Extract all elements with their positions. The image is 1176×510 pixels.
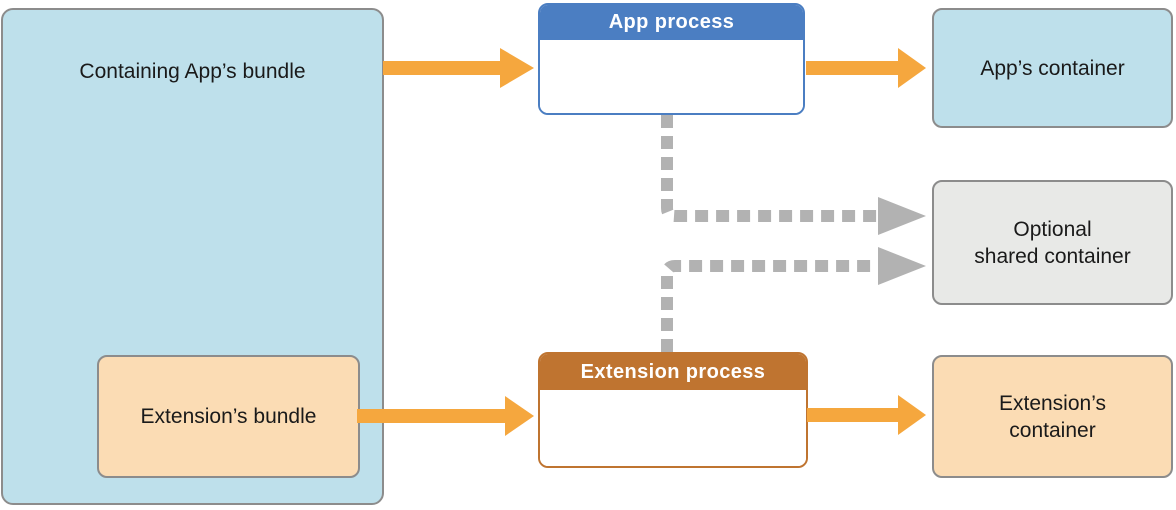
optional-shared-container-label: Optional shared container bbox=[974, 217, 1131, 268]
solid-arrow-extension-process-to-extension-container-icon bbox=[807, 395, 926, 435]
app-process-title: App process bbox=[540, 5, 803, 40]
node-app-process: App process bbox=[538, 3, 805, 115]
containing-app-bundle-label: Containing App’s bundle bbox=[79, 60, 306, 83]
node-app-container: App’s container bbox=[932, 8, 1173, 128]
node-extension-container: Extension’s container bbox=[932, 355, 1173, 478]
extension-process-title: Extension process bbox=[540, 354, 806, 390]
extension-process-body bbox=[540, 390, 806, 466]
solid-arrow-app-process-to-app-container-icon bbox=[806, 48, 926, 88]
app-process-body bbox=[540, 40, 803, 113]
dashed-arrow-app-process-to-shared-container-icon bbox=[661, 115, 926, 235]
node-extension-process: Extension process bbox=[538, 352, 808, 468]
node-extension-bundle: Extension’s bundle bbox=[97, 355, 360, 478]
app-container-label: App’s container bbox=[980, 56, 1125, 80]
node-optional-shared-container: Optional shared container bbox=[932, 180, 1173, 305]
extension-bundle-label: Extension’s bundle bbox=[140, 405, 317, 428]
extension-container-label: Extension’s container bbox=[998, 391, 1106, 442]
solid-arrow-containing-bundle-to-app-process-icon bbox=[383, 48, 534, 88]
dashed-arrow-extension-process-to-shared-container-icon bbox=[661, 247, 926, 352]
